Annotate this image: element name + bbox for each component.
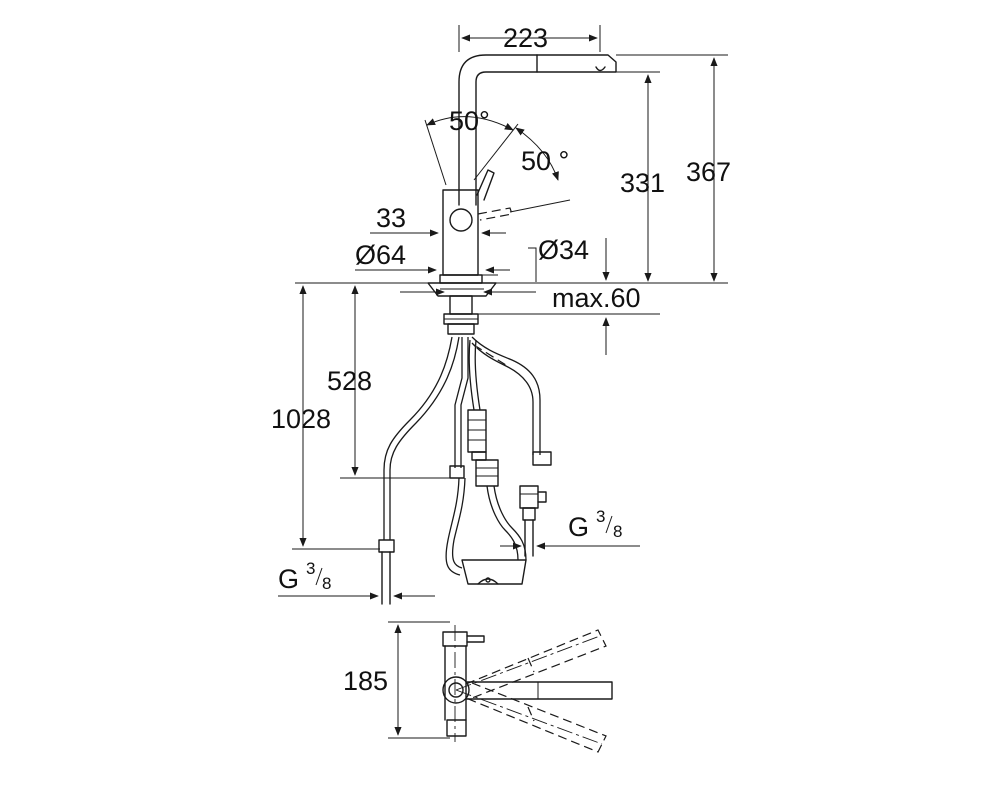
hose-weight	[461, 559, 527, 585]
svg-text:3: 3	[596, 507, 605, 526]
plan-spout	[465, 681, 613, 700]
svg-text:G: G	[278, 564, 299, 594]
dim-swivel-angle-right: 50 °	[521, 146, 569, 176]
hose-swivel-joint	[475, 459, 499, 487]
dimension-labels: 223 331 367 50° 50 ° 33 Ø64 Ø34 max.60 5…	[271, 23, 731, 696]
faucet-front-view	[427, 54, 617, 335]
dim-body-offset: 33	[376, 203, 406, 233]
plan-shank	[446, 719, 467, 737]
lever-alt-position	[477, 207, 513, 221]
faucet-plan-view	[388, 621, 613, 753]
svg-text:G: G	[568, 512, 589, 542]
supply-hoses	[378, 336, 552, 605]
plan-spout-swing-lower	[455, 682, 607, 753]
dim-hose-length: 1028	[271, 404, 331, 434]
plan-spout-swing-upper	[455, 629, 607, 699]
dimension-lines	[278, 25, 728, 600]
dim-hole-diameter: Ø34	[538, 235, 589, 265]
dim-spout-height: 331	[620, 168, 665, 198]
svg-text:8: 8	[613, 522, 622, 541]
dim-max-deck-thickness: max.60	[552, 283, 641, 313]
dim-swivel-angle-left: 50°	[449, 106, 490, 136]
lever-pivot	[449, 208, 473, 232]
threaded-shank	[449, 295, 473, 315]
dim-total-height: 367	[686, 157, 731, 187]
dim-spout-reach: 223	[503, 23, 548, 53]
right-hose-fitting	[532, 451, 552, 466]
svg-text:3: 3	[306, 559, 315, 578]
spray-head-outlet	[595, 66, 606, 72]
svg-text:8: 8	[322, 574, 331, 593]
plan-lever	[442, 631, 468, 647]
connection-thread-right: G 3 8	[568, 507, 622, 542]
quick-coupling	[467, 409, 487, 453]
dim-base-diameter: Ø64	[355, 240, 406, 270]
left-hose-fitting	[378, 539, 395, 553]
connection-thread-left: G 3 8	[278, 559, 331, 594]
base-escutcheon	[439, 274, 483, 284]
dim-plan-depth: 185	[343, 666, 388, 696]
lever-handle	[476, 169, 495, 201]
faucet-body	[442, 189, 479, 276]
center-hose-fitting	[449, 465, 465, 479]
angle-valve	[519, 485, 539, 509]
dim-shank-length: 528	[327, 366, 372, 396]
spout	[458, 54, 617, 206]
pullout-hose-assembly	[445, 339, 547, 585]
plan-base-ring	[442, 676, 470, 704]
